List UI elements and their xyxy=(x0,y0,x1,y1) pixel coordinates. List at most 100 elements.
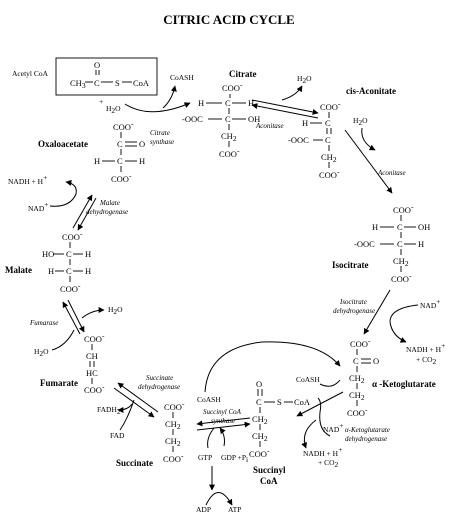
akg-coo-top: COO- xyxy=(350,336,371,349)
acetyl-coa-box xyxy=(55,57,158,96)
acetyl-coa-group: CoA xyxy=(133,78,150,88)
akg-c2: C xyxy=(353,356,359,366)
idh-nad-arrow xyxy=(389,304,419,343)
cis-aconitate-h: H xyxy=(302,118,308,128)
cis-aconitate-coo-bottom: COO- xyxy=(319,167,340,180)
malate-h2: H xyxy=(85,266,91,276)
succinyl-coa-synthase-step: CoASH Succinyl CoA synthase GTP GDP +Pi … xyxy=(196,395,251,514)
citrate-c2: C xyxy=(225,98,231,108)
malate-h1: H xyxy=(85,249,91,259)
idh-label-1: Isocitrate xyxy=(339,298,367,306)
sdh-fadh2: FADH2 xyxy=(97,405,121,416)
water-in: H2O xyxy=(106,104,121,115)
scs-forward-arrow xyxy=(196,417,251,427)
malate-coo-bottom: COO- xyxy=(60,281,81,294)
succinate-ch2-2: CH2 xyxy=(165,436,181,448)
cis-aconitate: cis-Aconitate COO- H C -OOC C CH2 COO- xyxy=(288,86,396,180)
fumarate-coo-bottom: COO- xyxy=(84,382,105,395)
citrate-synthase-step: + H2O CoASH Citrate synthase xyxy=(99,73,194,146)
succinate-dehydrogenase-step: Succinate dehydrogenase FADH2 FAD xyxy=(97,374,180,440)
succinate-coo-bottom: COO- xyxy=(163,451,184,464)
akg-dehydrogenase-step: CoASH NAD+ NADH + H+ + CO2 α-Ketoglutara… xyxy=(296,375,390,469)
succinate-ch2-1: CH2 xyxy=(165,419,181,431)
succinylcoa-coa: CoA xyxy=(294,397,311,407)
isocitrate-c2: C xyxy=(397,222,403,232)
citrate-coo-top: COO- xyxy=(222,80,243,93)
isocitrate-oh: OH xyxy=(418,222,430,232)
isocitrate-coo-left: -OOC xyxy=(354,239,375,249)
oxaloacetate-oxygen: O xyxy=(139,139,145,149)
diagram-title: CITRIC ACID CYCLE xyxy=(163,12,294,27)
succinylcoa-ch2-1: CH2 xyxy=(252,414,268,426)
scs-label-1: Succinyl CoA xyxy=(203,408,242,416)
akgdh-label-2: dehydrogenase xyxy=(345,435,387,443)
acetyl-carbon: C xyxy=(94,78,100,88)
aconitase1-forward-arrow xyxy=(251,99,319,115)
akg-coo-bottom: COO- xyxy=(347,405,368,418)
coash-label: CoASH xyxy=(170,73,194,82)
aconitase1-water: H2O xyxy=(297,74,312,85)
scs-reverse-arrow xyxy=(196,421,251,431)
malate-dehydrogenase-step: Malate dehydrogenase NADH + H+ NAD+ xyxy=(8,173,128,231)
mdh-label-1: Malate xyxy=(99,199,120,207)
idh-co2: + CO2 xyxy=(416,355,437,366)
scs-coash: CoASH xyxy=(197,395,221,404)
fumarase-reverse-arrow xyxy=(62,301,81,335)
citrate-oh: OH xyxy=(248,114,260,124)
alpha-ketoglutarate: COO- C O CH2 CH2 COO- α -Ketoglutarate xyxy=(347,336,436,418)
isocitrate-dehydrogenase-step: Isocitrate dehydrogenase NAD+ NADH + H+ … xyxy=(333,289,445,366)
succinylcoa-name-1: Succinyl xyxy=(253,465,286,475)
fumarase-step: Fumarase H2O H2O xyxy=(29,299,123,358)
sdh-forward-arrow xyxy=(117,382,159,413)
akg-ch2-1: CH2 xyxy=(349,373,365,385)
idh-nad: NAD+ xyxy=(420,297,440,310)
malate-c3: C xyxy=(66,266,72,276)
fumarate-coo-top: COO- xyxy=(84,331,105,344)
scs-adp-atp-curve xyxy=(205,492,233,506)
oxaloacetate-c3: C xyxy=(117,156,123,166)
akgdh-nad-curve xyxy=(317,397,331,437)
akgdh-co2: + CO2 xyxy=(318,458,339,469)
mdh-forward-arrow xyxy=(72,194,93,229)
succinylcoa-carbon: C xyxy=(256,397,262,407)
sdh-label-1: Succinate xyxy=(146,374,173,382)
citrate-c3: C xyxy=(225,114,231,124)
aconitase2-label: Aconitase xyxy=(377,169,406,177)
citrate-coo-bottom: COO- xyxy=(219,146,240,159)
plus-sign: + xyxy=(99,97,103,106)
mdh-label-2: dehydrogenase xyxy=(86,208,128,216)
aconitase1-reverse-arrow xyxy=(251,103,319,119)
fumarase-label: Fumarase xyxy=(29,319,58,327)
fumarase-water-bottom-arrow xyxy=(51,329,75,351)
oxaloacetate-name: Oxaloacetate xyxy=(38,139,88,149)
aconitase2-water: H2O xyxy=(353,116,368,127)
succinylcoa-coo: COO- xyxy=(249,446,270,459)
citrate: Citrate COO- H C H -OOC C OH CH2 COO- xyxy=(182,69,260,159)
fumarate-name: Fumarate xyxy=(40,378,78,388)
sdh-label-2: dehydrogenase xyxy=(138,383,180,391)
isocitrate-name: Isocitrate xyxy=(332,260,368,270)
sdh-fadh2-arrow xyxy=(117,403,133,413)
isocitrate-coo-top: COO- xyxy=(393,202,414,215)
citrate-name: Citrate xyxy=(229,69,256,79)
citrate-coo-left: -OOC xyxy=(182,114,203,124)
fumarase-water-top: H2O xyxy=(108,305,123,316)
akg-name: α -Ketoglutarate xyxy=(372,379,436,389)
akg-oxygen: O xyxy=(373,356,379,366)
succinyl-coa: O C S CoA CH2 CH2 COO- Succinyl CoA xyxy=(249,379,311,486)
acetyl-oxygen: O xyxy=(94,60,100,70)
aconitase1-water-arrow xyxy=(281,85,303,101)
oxaloacetate: COO- C O H C H COO- Oxaloacetate xyxy=(38,119,145,184)
succinate: COO- CH2 CH2 COO- Succinate xyxy=(116,399,185,468)
succinylcoa-sulfur: S xyxy=(277,397,282,407)
isocitrate: COO- H C OH -OOC C H CH2 COO- Isocitrate xyxy=(332,202,430,284)
fumarate: COO- CH HC COO- Fumarate xyxy=(40,331,105,395)
acetyl-ch3: CH3 xyxy=(70,78,86,90)
succinylcoa-name-2: CoA xyxy=(260,476,278,486)
fumarase-water-top-arrow xyxy=(81,307,105,319)
coash-transfer-arc xyxy=(204,341,341,393)
isocitrate-c3: C xyxy=(397,239,403,249)
scs-gtp: GTP xyxy=(198,453,212,462)
idh-arrow xyxy=(363,289,391,335)
